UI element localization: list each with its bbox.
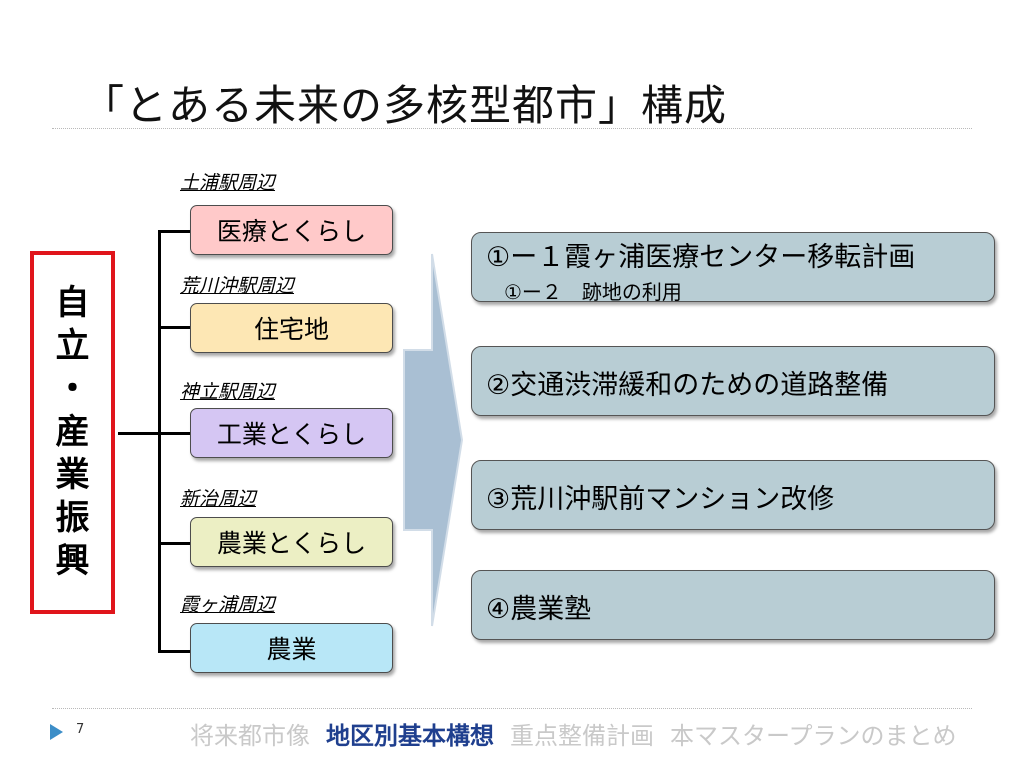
theme-char: 興: [55, 541, 90, 581]
flow-arrow: [403, 253, 464, 627]
category-box: 農業: [190, 623, 393, 673]
connector-horizontal-main: [118, 432, 160, 435]
nav-item-district-plan[interactable]: 地区別基本構想: [326, 722, 494, 750]
nav-item-future-city[interactable]: 将来都市像: [190, 722, 310, 750]
connector-vertical: [158, 230, 161, 652]
connector-branch: [158, 542, 190, 545]
connector-branch: [158, 230, 190, 233]
footer-divider: [52, 708, 972, 709]
area-label: 新治周辺: [180, 488, 257, 510]
theme-char: 産: [55, 412, 90, 452]
category-box: 住宅地: [190, 303, 393, 353]
theme-char: ・: [55, 369, 90, 409]
connector-branch: [158, 326, 190, 329]
theme-char: 立: [55, 326, 90, 366]
footer-nav: 将来都市像 地区別基本構想 重点整備計画 本マスタープランのまとめ: [190, 716, 957, 751]
slide-title: 「とある未来の多核型都市」構成: [82, 81, 728, 130]
project-box-4: ④農業塾: [471, 570, 995, 640]
theme-box: 自 立 ・ 産 業 振 興: [30, 251, 115, 614]
nav-item-priority-plan[interactable]: 重点整備計画: [510, 722, 654, 750]
project-box-2: ②交通渋滞緩和のための道路整備: [471, 346, 995, 416]
theme-char: 振: [55, 498, 90, 538]
project-box-1: ①ー１霞ヶ浦医療センター移転計画 ①ー２ 跡地の利用: [471, 232, 995, 304]
theme-char: 業: [55, 455, 90, 495]
title-divider: [52, 128, 972, 129]
project-label: ①ー１霞ヶ浦医療センター移転計画: [486, 242, 916, 273]
project-sublabel: ①ー２ 跡地の利用: [504, 280, 682, 304]
footer-arrow-icon: [50, 724, 63, 740]
connector-branch: [158, 650, 190, 653]
project-box-3: ③荒川沖駅前マンション改修: [471, 460, 995, 530]
project-label: ③荒川沖駅前マンション改修: [486, 484, 835, 515]
page-number: 7: [76, 722, 85, 737]
category-box: 農業とくらし: [190, 517, 393, 567]
project-label: ②交通渋滞緩和のための道路整備: [486, 370, 889, 401]
area-label: 土浦駅周辺: [180, 172, 276, 194]
category-box: 医療とくらし: [190, 205, 393, 255]
area-label: 荒川沖駅周辺: [180, 275, 295, 297]
category-box: 工業とくらし: [190, 408, 393, 458]
area-label: 霞ヶ浦周辺: [180, 594, 276, 616]
connector-branch: [158, 432, 190, 435]
area-label: 神立駅周辺: [180, 381, 276, 403]
theme-char: 自: [55, 283, 90, 323]
nav-item-summary[interactable]: 本マスタープランのまとめ: [670, 722, 957, 750]
project-label: ④農業塾: [486, 594, 592, 625]
